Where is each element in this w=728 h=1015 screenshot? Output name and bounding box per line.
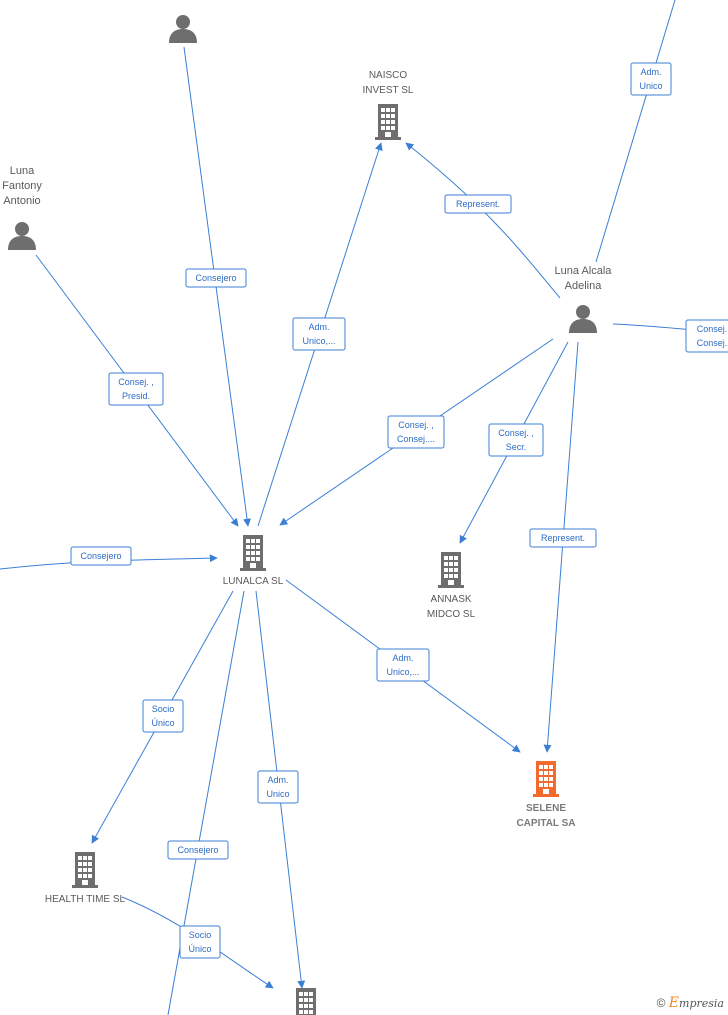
node-label: SELENE	[526, 803, 566, 814]
edge-label-text: Unico	[266, 789, 289, 799]
node-lunalca[interactable]: LUNALCA SL	[223, 535, 284, 587]
edge-label-box	[185, 268, 247, 288]
building-icon	[293, 988, 319, 1015]
edge-label-box	[108, 372, 164, 406]
edge-label-e9[interactable]: Consej. Consej.	[685, 319, 728, 353]
edge-label-e11[interactable]: Adm. Unico,...	[376, 648, 430, 682]
node-label: Adelina	[565, 280, 603, 292]
edge-label-text: Adm.	[308, 322, 329, 332]
building-icon	[438, 552, 464, 588]
edge-label-box	[444, 194, 512, 214]
edge-label-text: Adm.	[267, 775, 288, 785]
edge-label-box	[630, 62, 672, 96]
edge-label-e10[interactable]: Consejero	[70, 546, 132, 566]
edge-label-text: Único	[151, 718, 174, 728]
empresia-logo-rest: mpresia	[679, 997, 724, 1010]
edge-label-e4[interactable]: Represent.	[444, 194, 512, 214]
node-label: ANNASK	[430, 594, 471, 605]
edge-label-text: Consejero	[195, 273, 236, 283]
edge-label-box	[488, 423, 544, 457]
node-label: Antonio	[3, 195, 40, 207]
node-selene[interactable]: SELENE CAPITAL SA	[516, 761, 576, 829]
node-naisco[interactable]: NAISCO INVEST SL	[363, 70, 414, 140]
edge-label-text: Presid.	[122, 391, 150, 401]
node-p_top[interactable]	[169, 15, 197, 43]
edge-label-text: Represent.	[541, 533, 585, 543]
edge-label-text: Único	[188, 944, 211, 954]
edge-label-box	[685, 319, 728, 353]
building-icon	[240, 535, 266, 571]
edge-label-e5[interactable]: Adm. Unico	[630, 62, 672, 96]
copyright-notice: © Empresia	[657, 995, 724, 1011]
edge-label-text: Adm.	[640, 67, 661, 77]
highlighted-building-icon	[533, 761, 559, 797]
edge-label-box	[376, 648, 430, 682]
edge-label-text: Socio	[152, 704, 175, 714]
node-label: INVEST SL	[363, 85, 414, 96]
edge-label-e7[interactable]: Consej. , Secr.	[488, 423, 544, 457]
node-label: CAPITAL SA	[516, 818, 575, 829]
node-bottom_co[interactable]	[293, 988, 319, 1015]
building-icon	[375, 104, 401, 140]
edge-label-e8[interactable]: Represent.	[529, 528, 597, 548]
edge-label-text: Consejero	[80, 551, 121, 561]
person-icon	[8, 222, 36, 250]
edge-label-text: Consej. ,	[118, 377, 154, 387]
edge-label-text: Consejero	[177, 845, 218, 855]
edge-label-text: Secr.	[506, 442, 527, 452]
edge-label-text: Unico,...	[386, 667, 419, 677]
edge-label-text: Unico	[639, 81, 662, 91]
edge-e4	[405, 142, 561, 299]
node-label: Luna	[10, 165, 35, 177]
node-label: Fantony	[2, 180, 42, 192]
edge-label-text: Consej.	[697, 324, 728, 334]
edge-label-box	[257, 770, 299, 804]
node-label: Luna Alcala	[555, 265, 613, 277]
edge-label-text: Consej.	[697, 338, 728, 348]
node-label: LUNALCA SL	[223, 576, 284, 587]
edge-label-text: Socio	[189, 930, 212, 940]
person-icon	[169, 15, 197, 43]
edge-label-text: Represent.	[456, 199, 500, 209]
edge-e5	[595, 0, 676, 263]
edge-label-text: Adm.	[392, 653, 413, 663]
edge-label-box	[292, 317, 346, 351]
edge-label-e14[interactable]: Consejero	[167, 840, 229, 860]
edge-label-e2[interactable]: Consej. , Presid.	[108, 372, 164, 406]
edge-label-box	[142, 699, 184, 733]
node-label: NAISCO	[369, 70, 408, 81]
edge-label-e6[interactable]: Consej. , Consej....	[387, 415, 445, 449]
node-health[interactable]: HEALTH TIME SL	[45, 852, 126, 905]
edge-label-text: Consej....	[397, 434, 435, 444]
edge-label-text: Consej. ,	[498, 428, 534, 438]
node-label: MIDCO SL	[427, 609, 476, 620]
node-annask[interactable]: ANNASK MIDCO SL	[427, 552, 476, 620]
copyright-symbol: ©	[656, 996, 666, 1010]
building-icon	[72, 852, 98, 888]
edge-label-box	[70, 546, 132, 566]
edge-label-e3[interactable]: Adm. Unico,...	[292, 317, 346, 351]
empresia-logo-initial: E	[668, 995, 680, 1011]
edge-label-box	[387, 415, 445, 449]
edge-label-e1[interactable]: Consejero	[185, 268, 247, 288]
edge-label-box	[529, 528, 597, 548]
edge-label-box	[167, 840, 229, 860]
person-icon	[569, 305, 597, 333]
edge-label-text: Unico,...	[302, 336, 335, 346]
node-label: HEALTH TIME SL	[45, 894, 126, 905]
edge-label-text: Consej. ,	[398, 420, 434, 430]
edge-label-box	[179, 925, 221, 959]
edge-label-e13[interactable]: Adm. Unico	[257, 770, 299, 804]
